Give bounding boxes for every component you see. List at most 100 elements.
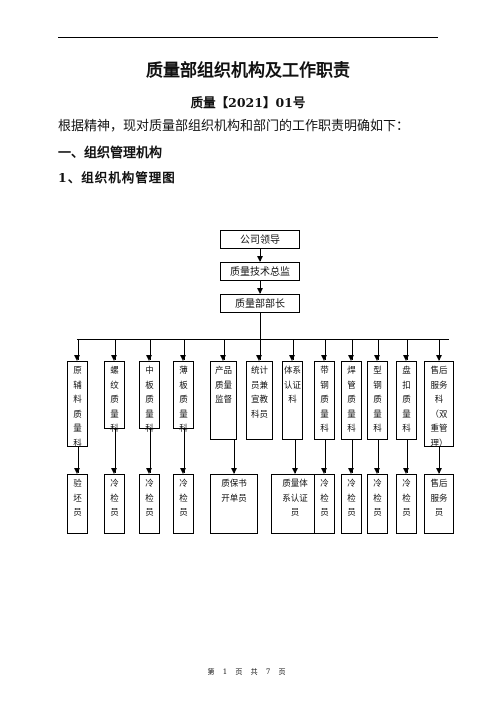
connector-line — [259, 339, 261, 360]
box-text-line: 冷 — [402, 479, 411, 489]
box-text-line: 质 — [402, 395, 411, 405]
arrow-head — [111, 468, 117, 474]
connector-line — [377, 339, 379, 360]
arrow-head — [256, 256, 263, 262]
box-text-line: 科 — [373, 424, 382, 434]
box-text-line: 冷 — [347, 479, 356, 489]
connector-line — [260, 313, 261, 339]
subsection-heading: 1、组织机构管理图 — [58, 170, 176, 185]
box-text-line: 售后 — [430, 366, 448, 376]
box-text-line: 量 — [373, 409, 382, 420]
arrow-head — [180, 355, 186, 361]
box-text-line: 产品 — [214, 366, 232, 376]
arrow-head — [348, 468, 354, 474]
top-box-0: 公司领导 — [220, 230, 300, 249]
box-text-line: 理） — [430, 438, 448, 449]
box-text-line: 料 — [73, 395, 82, 405]
box-text-line: 检 — [179, 493, 188, 504]
arrow-head — [111, 355, 117, 361]
box-label: 质量部部长 — [235, 299, 285, 310]
document-title: 质量部组织机构及工作职责 — [146, 61, 350, 81]
box-text-line: 科 — [73, 438, 82, 449]
department-box-5: 统计员兼宣教科员 — [246, 361, 273, 440]
box-text-line: 型 — [373, 366, 382, 376]
connector-line — [406, 440, 408, 473]
arrow-head — [289, 355, 295, 361]
staff-box-7: 冷检员 — [341, 474, 362, 534]
box-text-line: 质量 — [214, 380, 232, 391]
box-text-line: 重管 — [430, 424, 448, 434]
connector-line — [406, 339, 408, 360]
box-text-line: 开单员 — [221, 493, 247, 504]
box-text-line: 宣教 — [250, 395, 268, 405]
box-text-line: 质保书 — [221, 479, 247, 489]
box-text-line: 冷 — [145, 479, 154, 489]
department-box-10: 盘扣质量科 — [396, 361, 417, 440]
arrow-head — [146, 468, 152, 474]
box-text-line: 员兼 — [250, 380, 268, 391]
arrow-head — [435, 468, 442, 474]
box-text-line: 螺 — [110, 366, 119, 376]
connector-line — [149, 429, 151, 473]
box-text-line: 科 — [288, 395, 297, 405]
top-box-1: 质量技术总监 — [220, 262, 300, 281]
intro-paragraph: 根据精神，现对质量部组织机构和部门的工作职责明确如下： — [58, 119, 410, 134]
box-text-line: 质量体 — [282, 479, 308, 489]
staff-box-5: 质量体系认证员 — [271, 474, 319, 534]
department-box-7: 带钢质量科 — [314, 361, 335, 440]
box-text-line: 科 — [434, 395, 444, 405]
box-text-line: 员 — [179, 508, 188, 518]
connector-line — [439, 339, 440, 360]
box-text-line: 验 — [73, 479, 82, 489]
document-number: 质量【2021】01号 — [190, 95, 306, 110]
arrow-head — [321, 355, 327, 361]
box-text-line: 冷 — [110, 479, 119, 489]
box-text-line: 钢 — [320, 380, 329, 391]
arrow-head — [256, 355, 262, 361]
box-text-line: 冷 — [373, 479, 382, 489]
staff-box-1: 冷检员 — [104, 474, 125, 534]
box-text-line: 质 — [145, 395, 154, 405]
header-rule — [58, 37, 438, 38]
box-text-line: 板 — [145, 380, 154, 391]
arrow-head — [348, 355, 354, 361]
connector-line — [77, 339, 79, 360]
connector-line — [260, 281, 261, 293]
box-text-line: 科 — [320, 424, 329, 434]
connector-line — [183, 339, 185, 360]
arrow-head — [74, 355, 80, 361]
connector-line — [77, 339, 449, 340]
box-text-line: 薄 — [179, 366, 188, 376]
arrow-head — [74, 468, 80, 474]
box-text-line: 售后 — [430, 479, 448, 489]
box-text-line: 认证 — [283, 380, 301, 391]
arrow-head — [146, 355, 152, 361]
box-text-line: 系认证 — [282, 493, 308, 504]
box-text-line: 板 — [179, 380, 188, 391]
department-box-3: 薄板质量科 — [173, 361, 194, 434]
box-text-line: 量 — [320, 409, 329, 420]
department-box-8: 焊管质量科 — [341, 361, 362, 440]
box-text-line: 量 — [402, 409, 411, 420]
box-text-line: 焊 — [347, 366, 356, 376]
box-text-line: 冷 — [179, 479, 188, 489]
box-text-line: 纹 — [110, 380, 119, 391]
box-text-line: 量 — [347, 409, 356, 420]
connector-line — [223, 339, 225, 360]
box-text-line: 科 — [140, 422, 159, 437]
box-label: 质量技术总监 — [230, 267, 290, 278]
box-text-line: 冷 — [320, 479, 329, 489]
box-text-line: 质 — [320, 395, 329, 405]
box-text-line: 员 — [347, 508, 356, 518]
box-text-line: 带 — [320, 366, 329, 376]
box-text-line: 服务 — [430, 493, 448, 504]
connector-line — [183, 429, 185, 473]
box-text-line: 检 — [373, 493, 382, 504]
arrow-head — [374, 468, 380, 474]
arrow-head — [435, 355, 442, 361]
connector-line — [439, 447, 440, 473]
connector-line — [77, 447, 79, 473]
box-text-line: 坯 — [73, 493, 82, 504]
connector-line — [234, 440, 235, 473]
box-text-line: （双 — [430, 409, 448, 420]
